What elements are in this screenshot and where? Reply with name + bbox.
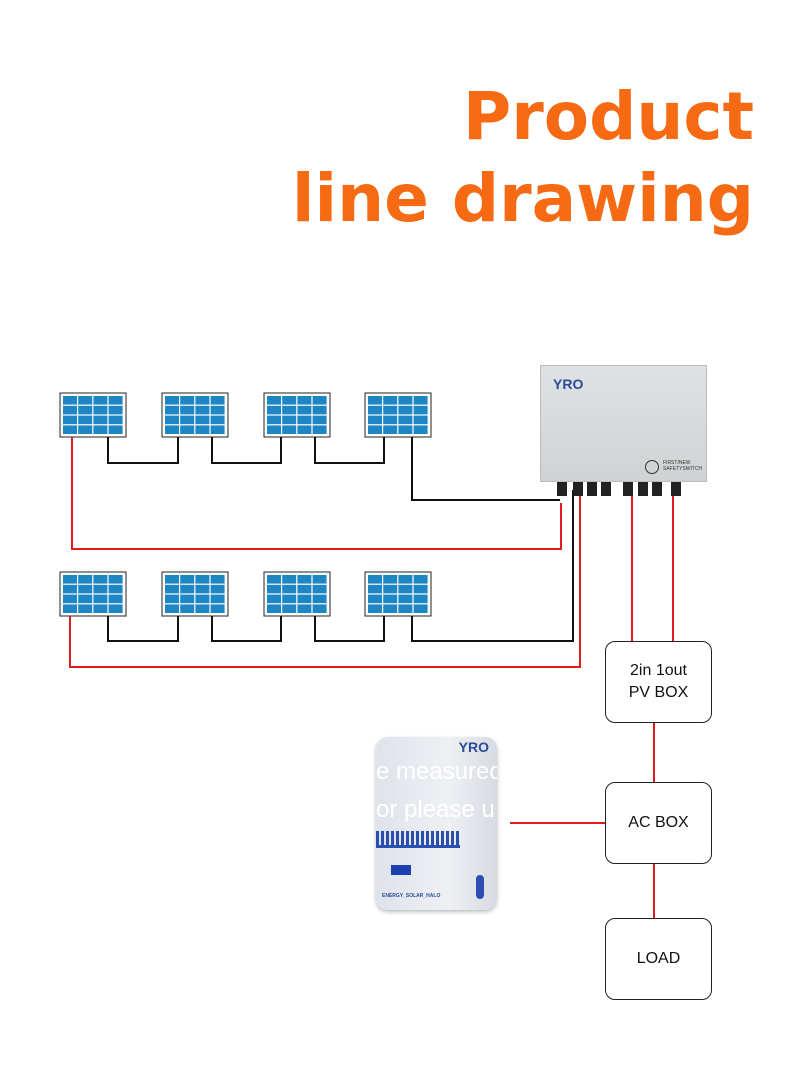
power-button (476, 875, 484, 899)
mc4-connector (671, 480, 681, 496)
model-text: ENERGY_SOLAR_HALO (382, 893, 441, 899)
series-wire (107, 437, 179, 464)
combiner-brand: YRO (553, 376, 584, 392)
title-line1: Product (462, 78, 754, 155)
positive-wire (69, 490, 581, 668)
positive-wire (71, 437, 562, 550)
ac-box: AC BOX (605, 782, 712, 864)
mc4-connector (573, 480, 583, 496)
mc4-connector (638, 480, 648, 496)
mc4-connector (587, 480, 597, 496)
overlay-text-2: or please u (376, 797, 495, 823)
mc4-connector (557, 480, 567, 496)
switch-label: FIRST/NEW SAFETYSWITCH (663, 460, 703, 472)
solar-panel (161, 571, 229, 617)
negative-wire (411, 490, 574, 642)
negative-wire (411, 437, 560, 501)
solar-panel (263, 571, 331, 617)
solar-panel (161, 392, 229, 438)
display-screen (391, 865, 411, 875)
mc4-connector (652, 480, 662, 496)
combiner-box: YRO FIRST/NEW SAFETYSWITCH (540, 365, 707, 482)
solar-panel (59, 392, 127, 438)
solar-panel (59, 571, 127, 617)
pv-box: 2in 1out PV BOX (605, 641, 712, 723)
solar-panel (364, 392, 432, 438)
series-wire (211, 437, 282, 464)
solar-panel (263, 392, 331, 438)
series-wire (314, 437, 385, 464)
overlay-text-1: e measured (376, 759, 497, 785)
solar-panel (364, 571, 432, 617)
pv-box-label-1: 2in 1out (630, 662, 687, 679)
series-wire (107, 616, 179, 642)
series-wire (211, 616, 282, 642)
battery: YRO e measured or please u ENERGY_SOLAR_… (376, 737, 497, 910)
load-box: LOAD (605, 918, 712, 1000)
battery-brand: YRO (458, 739, 489, 755)
mc4-connector (623, 480, 633, 496)
power-switch-icon (645, 460, 659, 474)
series-wire (314, 616, 385, 642)
title-line2: line drawing (291, 160, 754, 237)
pv-box-label-2: PV BOX (628, 684, 689, 701)
mc4-connector (601, 480, 611, 496)
skyline-graphic (376, 831, 460, 848)
